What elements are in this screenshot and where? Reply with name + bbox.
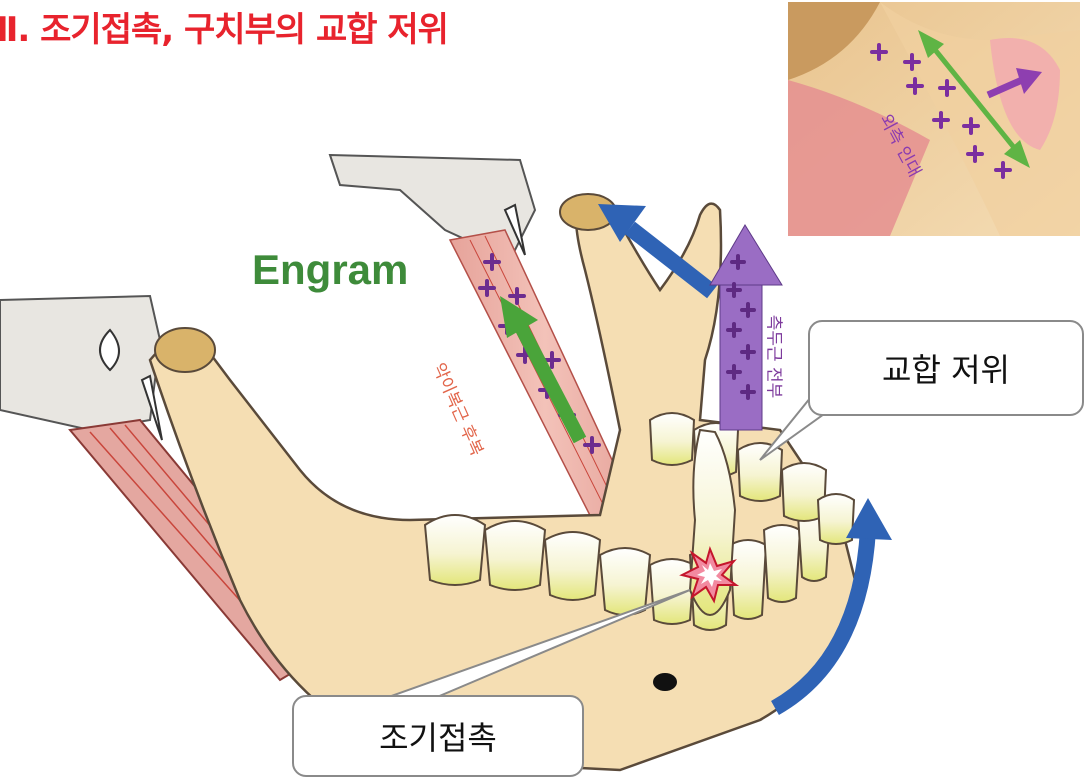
condyle-left — [155, 328, 215, 372]
callout-occlusal-low: 교합 저위 — [808, 320, 1084, 416]
mental-foramen — [653, 673, 677, 691]
callout-occlusal-low-text: 교합 저위 — [882, 345, 1010, 391]
page-title: Ⅱ. 조기접촉, 구치부의 교합 저위 — [0, 2, 448, 51]
skull-fragment-left — [0, 296, 160, 430]
inset-tmj-image — [788, 2, 1080, 236]
callout-premature-contact: 조기접촉 — [292, 695, 584, 777]
callout-premature-contact-text: 조기접촉 — [379, 713, 497, 759]
temporalis-label: 측두근 전부 — [763, 315, 788, 399]
engram-label: Engram — [252, 246, 408, 294]
